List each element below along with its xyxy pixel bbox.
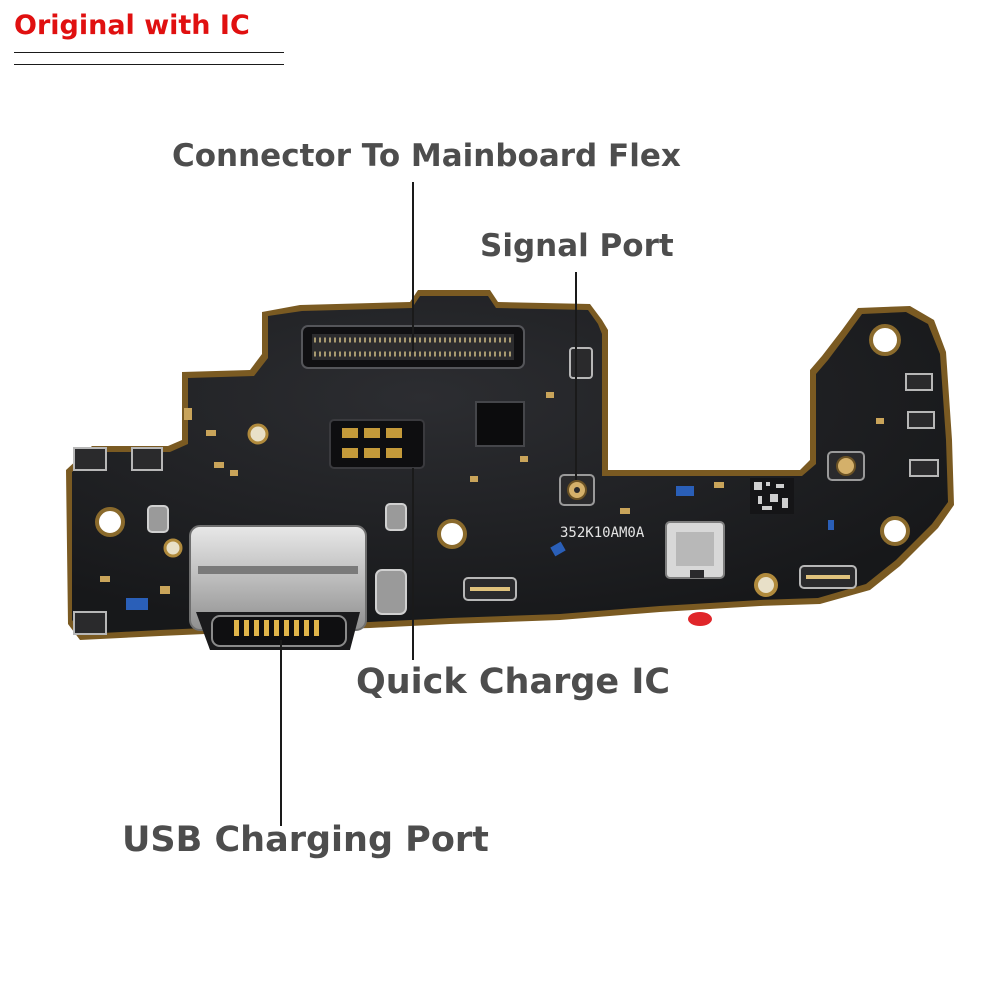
label-connector-to-mainboard-flex: Connector To Mainboard Flex	[172, 138, 681, 174]
qr-code	[750, 478, 794, 514]
quick-charge-ic	[329, 419, 425, 469]
metal-shield-component	[665, 521, 725, 579]
red-mark	[688, 612, 712, 626]
board-marking: 352K10AM0A	[560, 525, 645, 541]
spring-contacts	[73, 347, 939, 635]
label-usb-charging-port: USB Charging Port	[122, 820, 489, 860]
small-components	[100, 392, 884, 594]
badge-underline-bottom	[14, 64, 284, 65]
square-chip	[475, 401, 525, 447]
callout-lines	[280, 182, 577, 826]
badge-underline-top	[14, 52, 284, 53]
signal-port-right	[827, 451, 865, 481]
label-quick-charge-ic: Quick Charge IC	[356, 662, 671, 702]
mounting-holes	[95, 324, 910, 597]
usb-c-port	[189, 525, 367, 650]
badge-original-with-ic: Original with IC	[14, 10, 250, 41]
label-signal-port: Signal Port	[480, 228, 674, 264]
blue-components	[126, 486, 834, 610]
